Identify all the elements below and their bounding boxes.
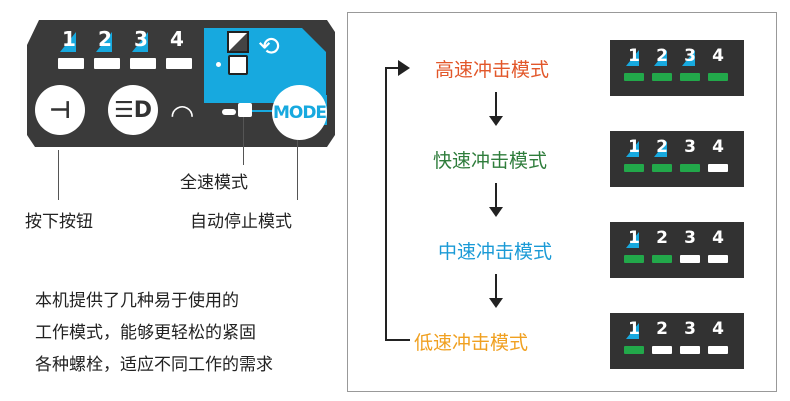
description-line: 本机提供了几种易于使用的 [35,291,239,311]
level-indicator [708,164,728,172]
level-indicator [708,255,728,263]
level-indicator [624,255,644,263]
level-indicator [680,255,700,263]
level-number: 1 [62,27,76,51]
down-arrow-icon [489,92,503,126]
description: 本机提供了几种易于使用的 工作模式，能够更轻松的紧固 各种螺栓，适应不同工作的需… [35,285,273,381]
level-number: 4 [712,228,724,248]
description-line: 各种螺栓，适应不同工作的需求 [35,355,273,375]
impact-button[interactable]: ⊣ [35,85,85,135]
modes-frame [347,12,777,392]
level-triangle-icon [654,50,667,66]
level-indicator [680,346,700,354]
level-triangle-icon [626,232,639,248]
level-number: 2 [656,137,668,157]
level-indicator [166,58,192,69]
level-indicator [652,346,672,354]
loop-arrow-top [385,67,400,69]
level-indicator [94,58,120,69]
level-number: 3 [684,228,696,248]
level-indicator [652,164,672,172]
level-indicator [680,164,700,172]
level-number: 3 [684,46,696,66]
level-number: 2 [98,27,112,51]
connector [252,110,274,112]
speed-dash [222,109,236,115]
level-number: 1 [628,228,640,248]
level-triangle-icon [626,141,639,157]
mode-name: 快速冲击模式 [433,150,548,172]
full-speed-label: 全速模式 [180,173,248,193]
level-number: 4 [712,319,724,339]
indicator-square [228,55,248,75]
down-arrow-icon [489,183,503,217]
level-triangle-icon [654,141,667,157]
leader-line [243,117,244,165]
down-arrow-icon [489,274,503,308]
level-number: 2 [656,46,668,66]
level-number: 4 [712,137,724,157]
level-indicator [652,255,672,263]
level-indicator [58,58,84,69]
level-indicator [680,73,700,81]
level-triangle-icon [96,32,112,52]
level-number: 2 [656,319,668,339]
leader-line [297,140,298,200]
loop-arrow-bottom [385,339,410,341]
level-indicator [708,73,728,81]
level-number: 2 [656,228,668,248]
level-triangle-icon [60,32,76,52]
loop-arrow [385,67,387,340]
level-triangle-icon [132,32,148,52]
level-number: 4 [712,46,724,66]
arrow-head-icon [398,60,410,76]
light-button[interactable]: ☰D [108,85,158,135]
level-indicator [624,346,644,354]
mode-name: 中速冲击模式 [438,241,553,263]
press-button-label: 按下按钮 [25,212,93,232]
level-indicator [708,346,728,354]
level-triangle-icon [626,50,639,66]
bolt-rotation-icon: ⟲ [258,32,280,62]
auto-stop-label: 自动停止模式 [190,212,292,232]
level-number: 1 [628,46,640,66]
level-number: 3 [684,137,696,157]
leader-line [58,150,59,200]
speedometer-icon: ◠ [170,98,195,131]
level-indicator [130,58,156,69]
level-number: 4 [170,27,184,51]
description-line: 工作模式，能够更轻松的紧固 [35,323,256,343]
level-indicator [652,73,672,81]
level-number: 3 [684,319,696,339]
level-number: 1 [628,137,640,157]
mode-button[interactable]: MODE [272,85,327,140]
indicator-dot [216,62,221,67]
level-triangle-icon [626,323,639,339]
mode-name: 高速冲击模式 [435,59,550,81]
level-indicator [624,73,644,81]
speed-square [238,103,252,117]
level-number: 3 [134,27,148,51]
level-indicator [624,164,644,172]
level-number: 1 [628,319,640,339]
mode-name: 低速冲击模式 [414,332,529,354]
auto-mode-icon [227,31,249,53]
level-triangle-icon [682,50,695,66]
